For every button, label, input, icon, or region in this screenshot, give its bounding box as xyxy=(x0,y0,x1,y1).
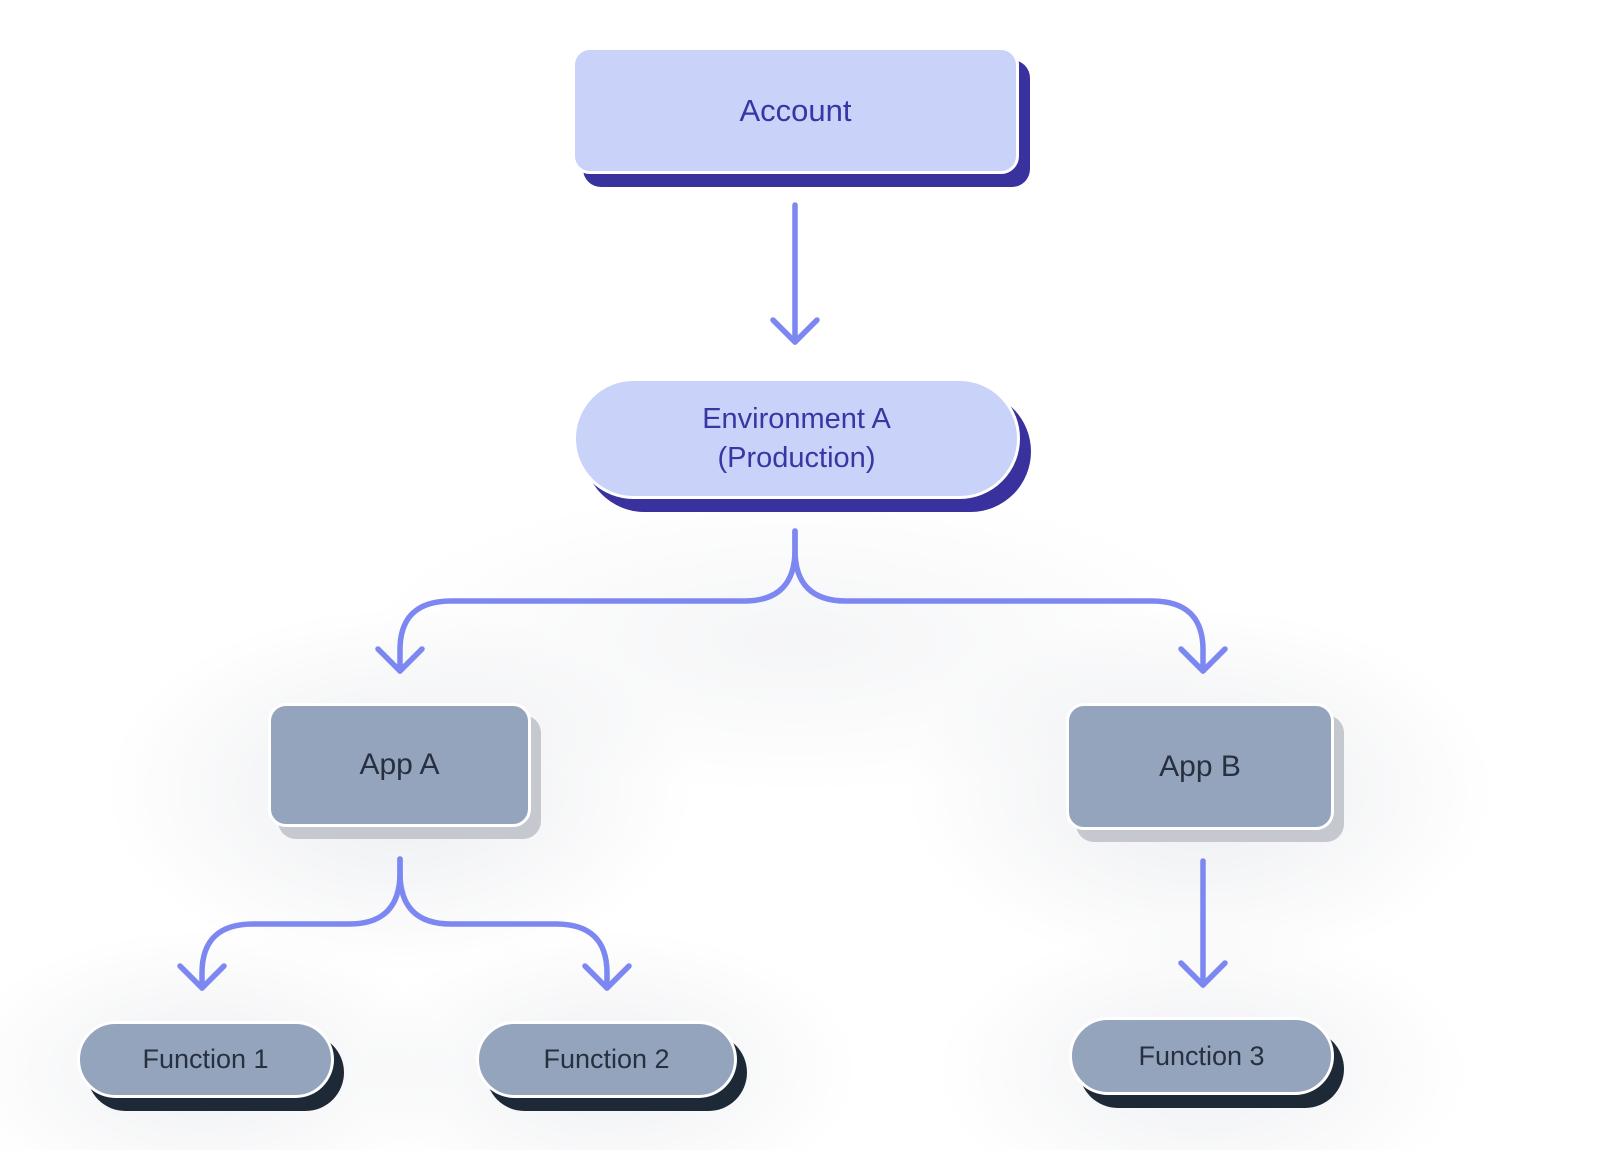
arrowhead-app-a-function-2 xyxy=(582,963,632,991)
edge-app-a-function-1 xyxy=(199,856,403,991)
node-function-3: Function 3 xyxy=(1069,1017,1334,1095)
arrowhead-environment-app-a xyxy=(375,646,425,674)
node-function-1: Function 1 xyxy=(77,1021,334,1098)
arrowhead-environment-app-b xyxy=(1178,646,1228,674)
edge-environment-app-a xyxy=(397,528,798,674)
node-account-label: Account xyxy=(739,92,852,128)
node-function-1-label: Function 1 xyxy=(142,1044,269,1074)
node-app-b-label: App B xyxy=(1159,749,1241,783)
node-environment-a-sublabel: (Production) xyxy=(717,441,876,474)
arrowhead-app-a-function-1 xyxy=(177,963,227,991)
node-function-3-label: Function 3 xyxy=(1138,1040,1265,1071)
node-app-a-label: App A xyxy=(359,748,440,781)
node-app-b: App B xyxy=(1066,703,1334,830)
node-account: Account xyxy=(572,47,1019,174)
arrowhead-app-b-function-3 xyxy=(1178,960,1228,988)
arrowhead-account-environment xyxy=(770,317,820,345)
node-function-2-label: Function 2 xyxy=(543,1044,670,1074)
node-environment-a: Environment A (Production) xyxy=(573,378,1020,499)
node-environment-a-label: Environment A xyxy=(702,403,891,436)
edge-app-a-function-2 xyxy=(397,856,610,991)
edge-environment-app-b xyxy=(792,528,1206,674)
node-function-2: Function 2 xyxy=(476,1021,737,1098)
node-app-a: App A xyxy=(268,703,531,827)
